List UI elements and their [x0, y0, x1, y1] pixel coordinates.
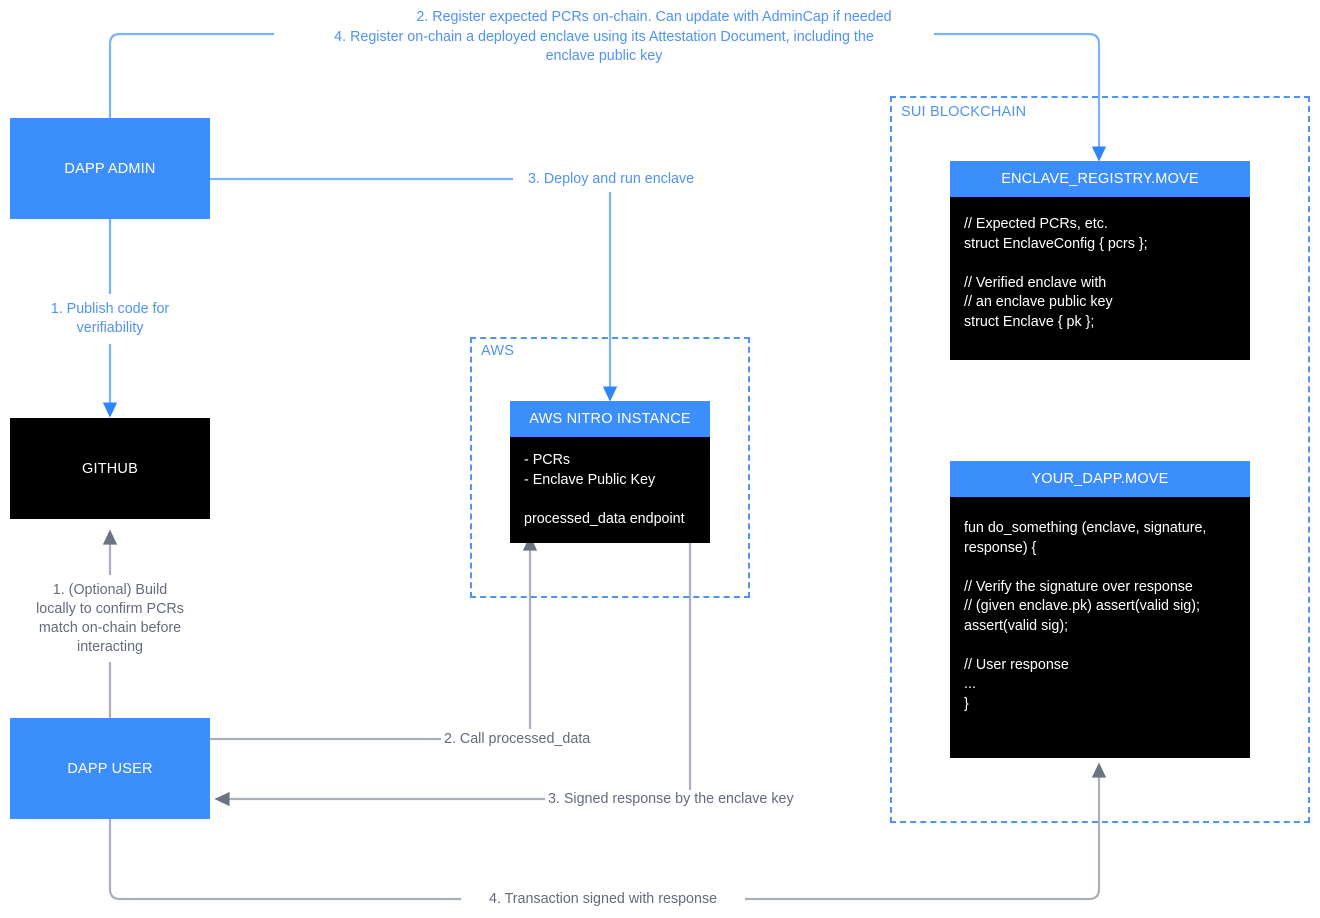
edge-label-deploy-enclave: 3. Deploy and run enclave — [513, 170, 709, 189]
wire-tx-to-your-dapp — [744, 762, 1107, 901]
panel-your-dapp-body: fun do_something (enclave, signature, re… — [950, 497, 1250, 758]
panel-enclave-registry-body: // Expected PCRs, etc. struct EnclaveCon… — [950, 197, 1250, 360]
panel-aws-nitro-body: - PCRs - Enclave Public Key processed_da… — [510, 437, 710, 543]
node-github-label: GITHUB — [82, 460, 138, 477]
node-dapp-user[interactable]: DAPP USER — [10, 718, 210, 819]
panel-enclave-registry-title: ENCLAVE_REGISTRY.MOVE — [950, 161, 1250, 197]
node-dapp-admin[interactable]: DAPP ADMIN — [10, 118, 210, 219]
group-aws — [470, 337, 750, 598]
panel-aws-nitro-title: AWS NITRO INSTANCE — [510, 401, 710, 437]
wire-user-to-tx-label — [108, 819, 461, 901]
edge-label-transaction-signed: 4. Transaction signed with response — [461, 890, 745, 909]
edge-label-signed-response: 3. Signed response by the enclave key — [545, 790, 841, 809]
node-dapp-user-label: DAPP USER — [67, 760, 153, 777]
group-sui-blockchain-label: SUI BLOCKCHAIN — [896, 104, 1032, 120]
panel-your-dapp[interactable]: YOUR_DAPP.MOVE fun do_something (enclave… — [950, 461, 1250, 758]
panel-enclave-registry[interactable]: ENCLAVE_REGISTRY.MOVE // Expected PCRs, … — [950, 161, 1250, 360]
group-aws-label: AWS — [476, 343, 520, 359]
panel-your-dapp-title: YOUR_DAPP.MOVE — [950, 461, 1250, 497]
edge-label-build-locally: 1. (Optional) Build locally to confirm P… — [20, 581, 200, 657]
edge-label-register-enclave: 4. Register on-chain a deployed enclave … — [274, 28, 934, 66]
group-sui-blockchain — [890, 96, 1310, 823]
panel-aws-nitro-instance[interactable]: AWS NITRO INSTANCE - PCRs - Enclave Publ… — [510, 401, 710, 543]
edge-label-publish-code: 1. Publish code for verifiability — [20, 300, 200, 338]
edge-label-call-processed-data: 2. Call processed_data — [441, 730, 621, 749]
edge-label-register-pcrs: 2. Register expected PCRs on-chain. Can … — [304, 8, 1004, 27]
node-dapp-admin-label: DAPP ADMIN — [64, 160, 156, 177]
node-github[interactable]: GITHUB — [10, 418, 210, 519]
